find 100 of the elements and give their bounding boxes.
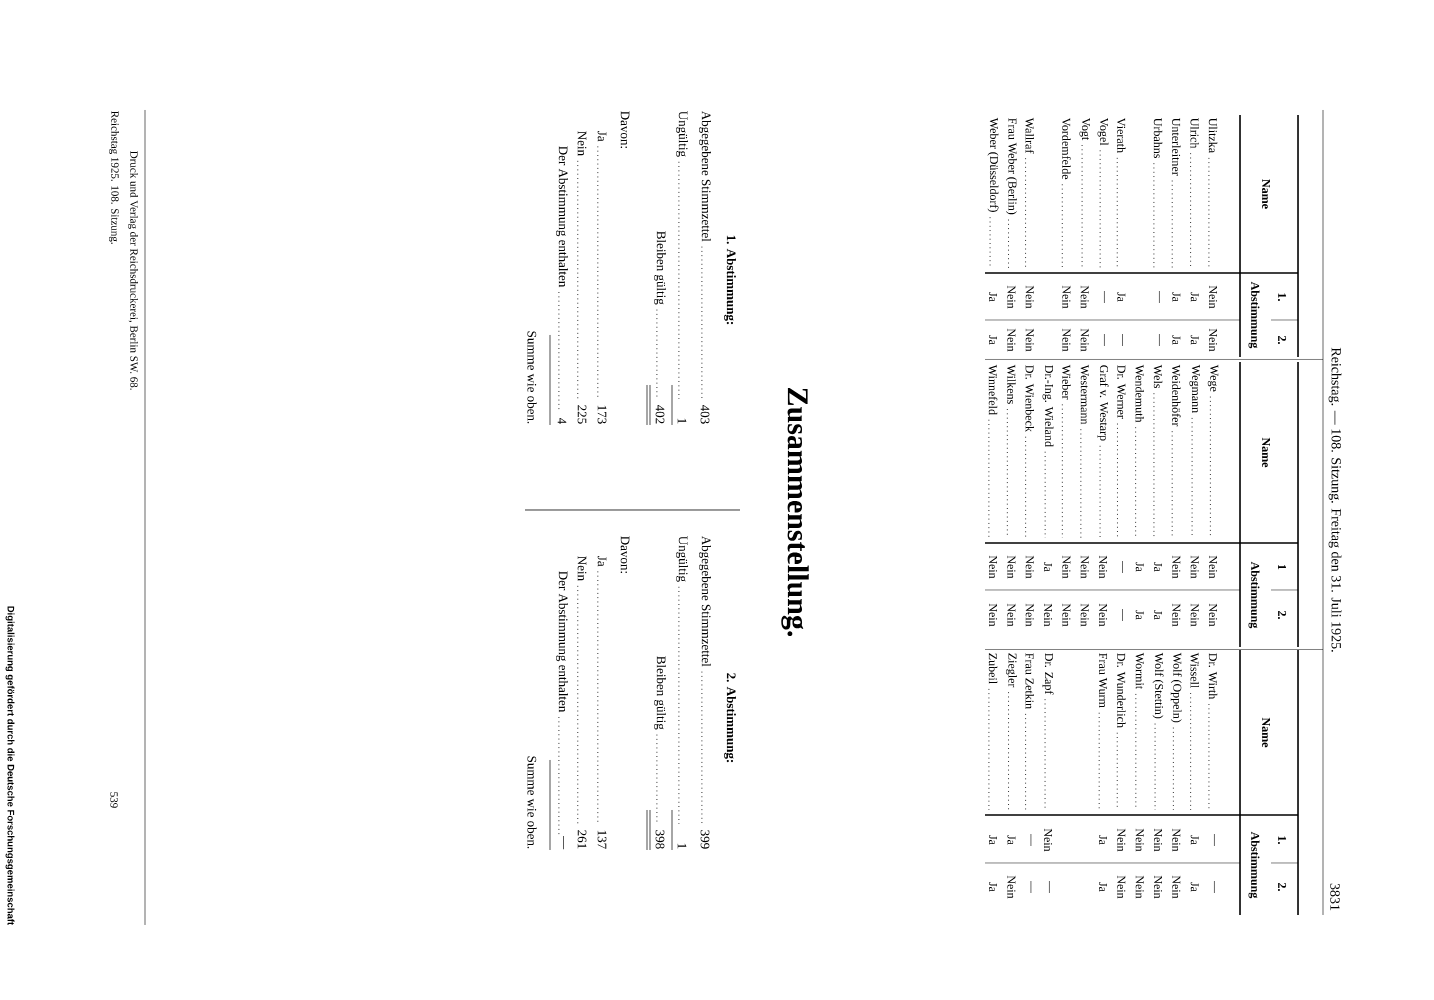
vote-value: Nein <box>1044 828 1053 852</box>
vote-value: Nein <box>1209 555 1218 579</box>
member-name: Weidenhöfer <box>1172 364 1181 427</box>
vote-value: Ja <box>989 882 997 892</box>
vote-value: — <box>1030 880 1032 894</box>
member-name: Wolf (Stettin) <box>1152 652 1164 719</box>
member-name: Vordemfelde <box>1062 117 1071 180</box>
vote-value: Nein <box>1172 603 1181 627</box>
vote-value: Nein <box>1007 875 1016 899</box>
member-name: Ziegler <box>1005 653 1017 688</box>
tally-label: Ungültig <box>676 111 688 157</box>
vote-value: Ja <box>1154 562 1162 572</box>
vote-value: Nein <box>1154 875 1163 899</box>
vote-value: Nein <box>1117 828 1126 852</box>
vote-value: Ja <box>1154 610 1162 620</box>
tally-number: 402 <box>655 404 665 424</box>
tally-label: Nein <box>577 131 587 156</box>
section-heading: 1. Abstimmung: <box>724 235 736 325</box>
column-header: 2. <box>1277 883 1287 891</box>
tally-label: Abgegebene Stimmzettel <box>699 110 711 242</box>
member-name: Ulitzka <box>1208 118 1218 153</box>
footer-text: Reichstag 1925. 108. Sitzung. <box>109 111 119 244</box>
member-name: Vierath <box>1117 117 1126 153</box>
member-name: Dr. Zapf <box>1042 653 1054 695</box>
vote-value: Nein <box>1080 555 1089 579</box>
vote-value: Ja <box>1190 835 1199 845</box>
vote-value: Ja <box>989 335 997 345</box>
tally-label: Summe wie oben. <box>527 331 537 424</box>
tally-label: Abgegebene Stimmzettel <box>699 535 711 667</box>
column-header: Abstimmung <box>1248 831 1260 899</box>
member-name: Wilkens <box>1007 364 1016 404</box>
vote-value: Nein <box>1007 285 1016 309</box>
member-name: Vogt <box>1079 117 1090 141</box>
vote-value: Ja <box>1117 292 1126 302</box>
vote-value: — <box>1103 290 1105 304</box>
tally-number: 261 <box>577 830 587 849</box>
vote-value: Ja <box>1099 882 1107 892</box>
member-name: Dr. Wirth <box>1208 653 1218 700</box>
tally-label: Der Abstimmung enthalten <box>556 146 568 288</box>
vote-value: Nein <box>1025 555 1034 579</box>
vote-value: Nein <box>1044 603 1053 627</box>
page-number: 539 <box>110 792 118 808</box>
vote-value: Nein <box>1135 828 1144 852</box>
member-name: Frau Weber (Berlin) <box>1005 118 1017 215</box>
vote-value: — <box>1030 833 1032 847</box>
vote-value: Ja <box>1007 835 1016 845</box>
column-header: 1 <box>1278 564 1286 570</box>
vote-value: Ja <box>1190 292 1199 302</box>
vote-value: Nein <box>1099 603 1108 627</box>
member-name: Ulrich <box>1190 118 1199 149</box>
member-name: Wissell <box>1190 652 1199 689</box>
member-name: Frau Wurm <box>1099 653 1108 708</box>
vote-value: — <box>1213 833 1215 847</box>
vote-value: Ja <box>1099 835 1107 845</box>
member-name: Frau Zetkin <box>1025 653 1034 709</box>
tally-label: Davon: <box>620 111 630 148</box>
tally-number: 173 <box>597 405 607 424</box>
tally-label: Bleiben gültig <box>654 656 666 730</box>
column-header: Abstimmung <box>1248 561 1260 629</box>
vote-value: — <box>1213 880 1215 894</box>
column-header: 1. <box>1277 293 1287 301</box>
tally-number: 403 <box>700 404 710 424</box>
member-name: Weber (Düsseldorf) <box>987 117 999 212</box>
vote-value: Nein <box>1117 875 1126 899</box>
vote-value: Nein <box>1172 875 1181 899</box>
member-name: Vogel <box>1097 117 1109 146</box>
vote-value: Ja <box>1135 610 1144 620</box>
vote-value: Nein <box>1135 875 1144 899</box>
tally-number: 398 <box>655 830 665 849</box>
vote-value: Nein <box>989 555 998 579</box>
tally-label: Davon: <box>620 536 630 573</box>
vote-value: — <box>1158 333 1160 347</box>
column-header: 2. <box>1277 336 1287 344</box>
vote-value: Nein <box>1025 328 1034 352</box>
vote-value: Nein <box>1190 555 1199 579</box>
vote-value: Nein <box>1062 603 1071 627</box>
vote-value: Nein <box>1190 603 1199 627</box>
tally-number: 137 <box>597 830 607 849</box>
vote-value: Nein <box>1025 285 1034 309</box>
vote-value: — <box>1158 290 1160 304</box>
vote-value: Ja <box>1190 882 1199 892</box>
member-name: Urbahns <box>1153 118 1163 158</box>
vote-value: Nein <box>1172 555 1181 579</box>
vote-value: — <box>1122 560 1123 574</box>
funding-note: Digitalisierung gefördert durch die Deutsche Forschungsgemeinschaft <box>5 606 15 925</box>
tally-number: 1 <box>677 418 687 424</box>
column-header: Name <box>1262 437 1270 468</box>
member-name: Dr. Wunderlich <box>1117 653 1126 728</box>
member-name: Wallraf <box>1025 117 1035 154</box>
tally-number: 4 <box>557 417 567 424</box>
vote-value: Nein <box>1209 603 1218 627</box>
tally-number: — <box>563 836 564 850</box>
tally-label: Ungültig <box>676 536 688 582</box>
column-header: 2. <box>1277 611 1287 619</box>
vote-value: Nein <box>1099 555 1108 579</box>
running-header: Reichstag. — 108. Sitzung. Freitag den 31. Juli 1925. <box>1328 347 1342 652</box>
footer-text: Druck und Verlag der Reichsdruckerei, Berlin SW. 68. <box>128 151 138 390</box>
tally-label: Ja <box>597 131 607 142</box>
member-name: Westermann <box>1080 364 1089 425</box>
tally-label: Bleiben gültig <box>654 231 666 305</box>
